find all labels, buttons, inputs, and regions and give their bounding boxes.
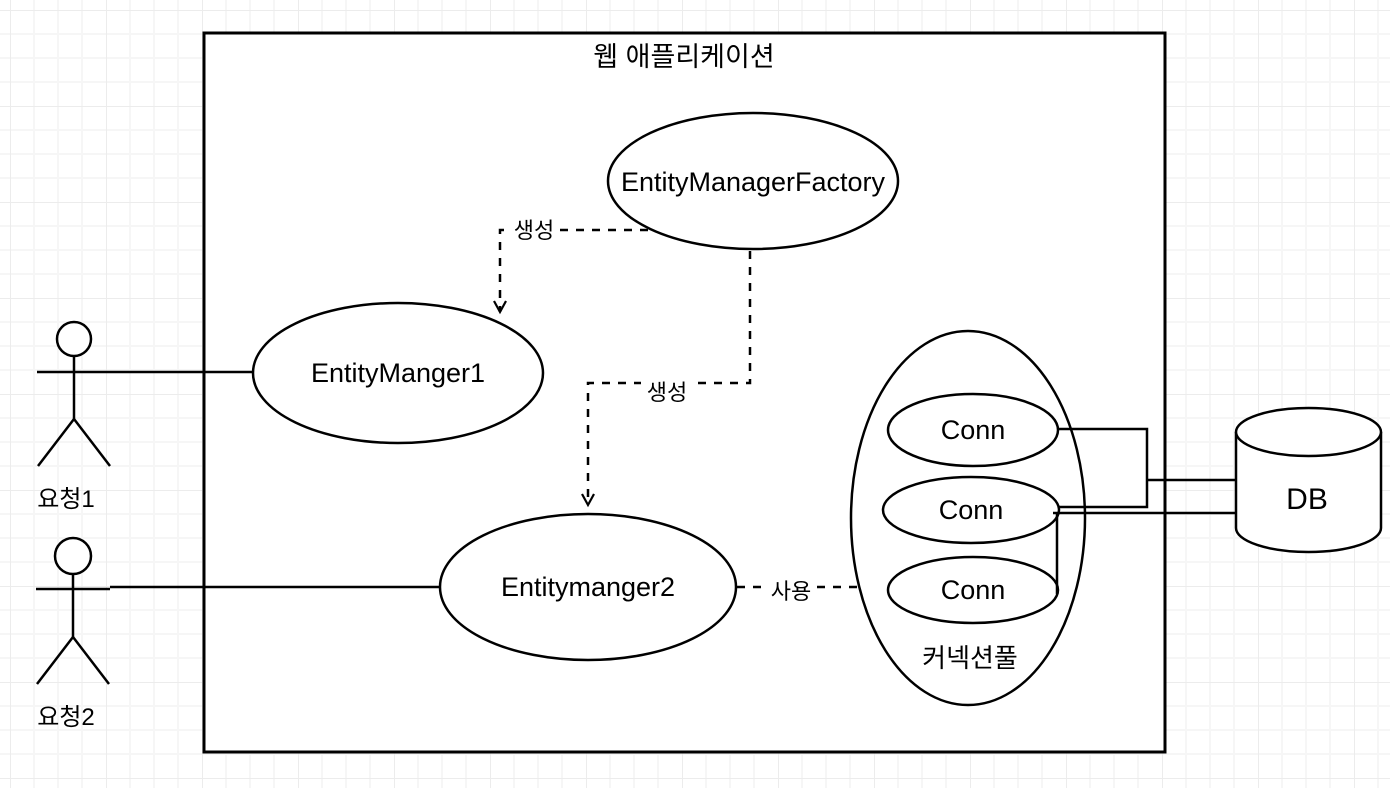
- edge-use-pool-label-bg: [766, 577, 816, 605]
- edge-use-pool-label: 사용: [771, 579, 811, 604]
- node-entity-manager-factory-label: EntityManagerFactory: [621, 167, 886, 197]
- node-conn-1-label: Conn: [941, 415, 1006, 445]
- actor-1-figure: [37, 320, 253, 467]
- actor-1-head: [55, 320, 93, 358]
- node-entity-manager-1: [251, 301, 545, 445]
- web-application-title: 웹 애플리케이션: [593, 42, 774, 72]
- actor-1-label: 요청1: [37, 486, 95, 513]
- db-cylinder-body: [1234, 432, 1383, 554]
- edge-create-em2-label: 생성: [647, 380, 687, 405]
- actor-2-figure: [36, 536, 440, 685]
- connection-pool-label: 커넥션풀: [922, 643, 1018, 673]
- db-cylinder-top: [1234, 406, 1383, 458]
- actor-1-leg-right: [73, 418, 111, 467]
- db-label: DB: [1286, 483, 1328, 516]
- edge-conn1-conn2: [1058, 427, 1149, 509]
- node-conn-3-label: Conn: [941, 575, 1006, 605]
- db-cylinder: DB: [1234, 406, 1383, 554]
- edge-create-em1: [493, 228, 648, 315]
- node-conn-2-label: Conn: [939, 495, 1004, 525]
- node-conn-2: [881, 475, 1061, 545]
- node-entity-manager-factory: [606, 111, 900, 251]
- edge-create-em1-label: 생성: [514, 218, 554, 243]
- actor-2-leg-left: [36, 636, 74, 685]
- actor-1-leg-left: [37, 418, 75, 467]
- edge-create-em1-label-bg: [508, 216, 560, 244]
- actor-2-leg-right: [72, 636, 110, 685]
- node-entity-manager-1-label: EntityManger1: [311, 358, 485, 388]
- node-entity-manager-2-label: Entitymanger2: [501, 572, 675, 602]
- node-entity-manager-2: [438, 512, 738, 662]
- actor-2-head: [53, 536, 93, 576]
- actor-2-label: 요청2: [37, 704, 95, 731]
- edge-create-em2-label-bg: [641, 378, 693, 406]
